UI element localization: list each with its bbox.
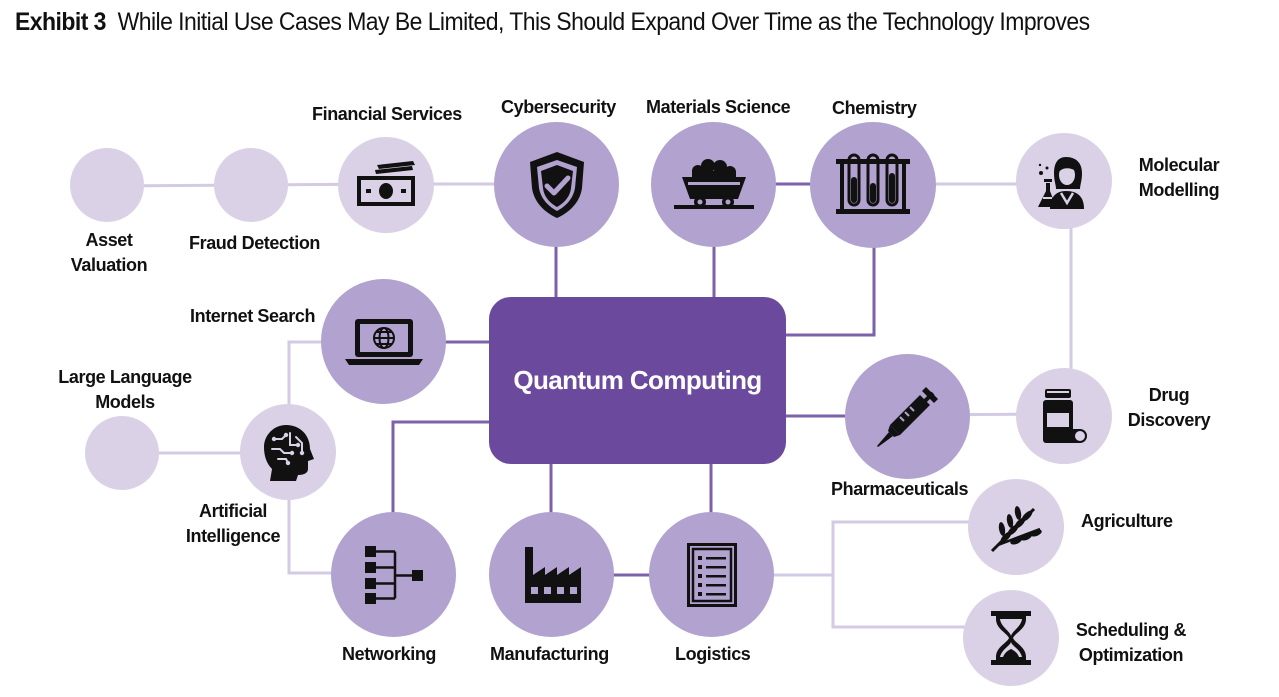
factory-icon bbox=[524, 546, 581, 603]
logistics-label: Logistics bbox=[675, 644, 751, 664]
drug-discovery-label: Drug Discovery bbox=[1120, 383, 1218, 433]
mine-cart-icon bbox=[673, 158, 754, 209]
materials-science-node bbox=[651, 122, 776, 247]
molecular-modelling-label-line2: Modelling bbox=[1138, 180, 1220, 200]
financial-services-label: Financial Services bbox=[312, 104, 462, 124]
agriculture-label: Agriculture bbox=[1081, 511, 1173, 531]
network-icon bbox=[364, 545, 423, 604]
chemistry-node bbox=[810, 122, 936, 248]
internet-search-label: Internet Search bbox=[190, 306, 316, 326]
link-center-networking bbox=[391, 420, 490, 513]
logistics-node bbox=[649, 512, 774, 637]
link-logistics-scheduling bbox=[831, 575, 1010, 629]
laptop-globe-icon bbox=[344, 318, 423, 365]
large-language-models-label: Large Language Models bbox=[50, 365, 200, 415]
fraud-detection-node bbox=[214, 148, 288, 222]
pill-bottle-icon bbox=[1043, 389, 1087, 443]
networking-node bbox=[331, 512, 456, 637]
large-language-models-label-line2: Models bbox=[95, 392, 155, 412]
hourglass-icon bbox=[991, 611, 1031, 665]
brain-head-icon bbox=[264, 425, 314, 481]
asset-valuation-node bbox=[70, 148, 144, 222]
cybersecurity-node bbox=[494, 122, 619, 247]
test-tubes-icon bbox=[836, 153, 910, 214]
artificial-intelligence-label-line2: Intelligence bbox=[185, 526, 281, 546]
artificial-intelligence-label: Artificial Intelligence bbox=[178, 499, 288, 549]
pharmaceuticals-node bbox=[845, 354, 970, 479]
checklist-icon bbox=[686, 542, 737, 607]
large-language-models-node bbox=[85, 416, 159, 490]
molecular-modelling-label: Molecular Modelling bbox=[1128, 153, 1230, 203]
chemistry-label: Chemistry bbox=[832, 98, 917, 118]
scheduling-label-line1: Scheduling & bbox=[1075, 620, 1187, 640]
asset-valuation-label: Asset Valuation bbox=[60, 228, 158, 278]
large-language-models-label-line1: Large Language bbox=[58, 367, 192, 387]
link-center-chemistry bbox=[786, 246, 876, 337]
quantum-computing-box: Quantum Computing bbox=[489, 297, 786, 464]
manufacturing-label: Manufacturing bbox=[490, 644, 609, 664]
pharmaceuticals-label: Pharmaceuticals bbox=[831, 479, 969, 499]
drug-discovery-node bbox=[1016, 368, 1112, 464]
agriculture-node bbox=[968, 479, 1064, 575]
materials-science-label: Materials Science bbox=[646, 97, 791, 117]
scientist-icon bbox=[1038, 157, 1084, 209]
molecular-modelling-node bbox=[1016, 133, 1112, 229]
scheduling-node bbox=[963, 590, 1059, 686]
asset-valuation-label-line1: Asset bbox=[85, 230, 133, 250]
exhibit-heading: While Initial Use Cases May Be Limited, … bbox=[117, 8, 1091, 36]
shield-check-icon bbox=[529, 151, 584, 218]
financial-services-node bbox=[338, 137, 434, 233]
artificial-intelligence-node bbox=[240, 404, 336, 500]
syringe-icon bbox=[876, 386, 938, 447]
asset-valuation-label-line2: Valuation bbox=[70, 255, 148, 275]
drug-discovery-label-line2: Discovery bbox=[1127, 410, 1211, 430]
molecular-modelling-label-line1: Molecular bbox=[1138, 155, 1220, 175]
exhibit-number: Exhibit 3 bbox=[15, 8, 106, 36]
drug-discovery-label-line1: Drug bbox=[1148, 385, 1190, 405]
manufacturing-node bbox=[489, 512, 614, 637]
wheat-icon bbox=[990, 506, 1042, 553]
link-logistics-agriculture bbox=[773, 520, 1015, 577]
scheduling-label: Scheduling & Optimization bbox=[1070, 618, 1192, 668]
scheduling-label-line2: Optimization bbox=[1078, 645, 1184, 665]
internet-search-node bbox=[321, 279, 446, 404]
fraud-detection-label: Fraud Detection bbox=[189, 233, 321, 253]
quantum-computing-label: Quantum Computing bbox=[513, 365, 762, 395]
money-icon bbox=[357, 161, 415, 206]
cybersecurity-label: Cybersecurity bbox=[501, 97, 616, 117]
artificial-intelligence-label-line1: Artificial bbox=[198, 501, 268, 521]
networking-label: Networking bbox=[342, 644, 437, 664]
exhibit-title: Exhibit 3 While Initial Use Cases May Be… bbox=[15, 8, 1090, 37]
